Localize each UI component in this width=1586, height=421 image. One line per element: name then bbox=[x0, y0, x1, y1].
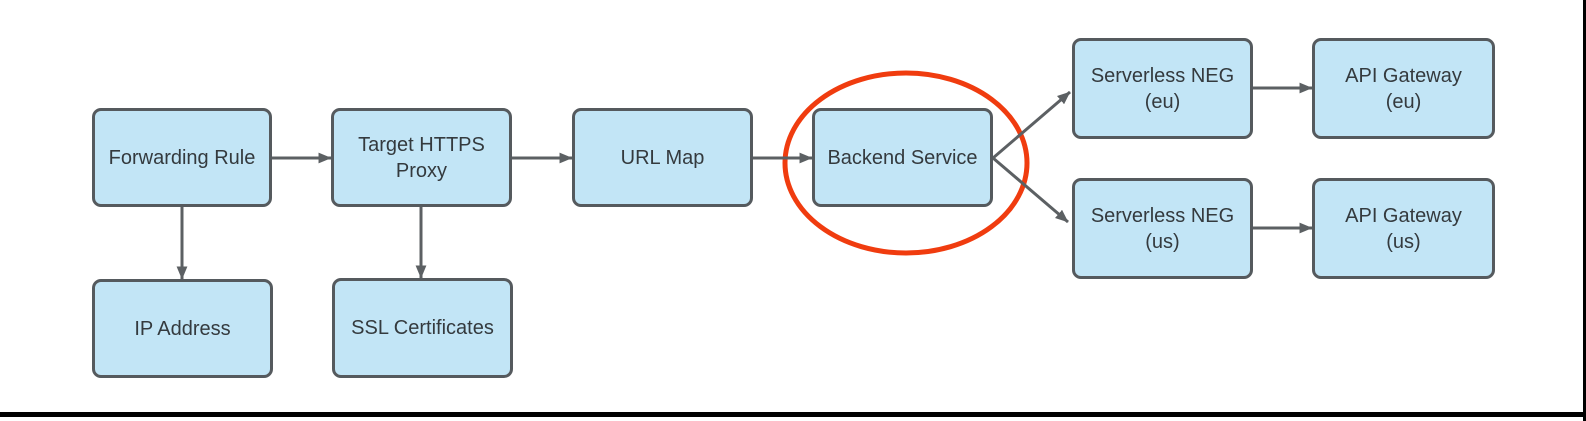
node-serverless-neg-us: Serverless NEG (us) bbox=[1072, 178, 1253, 279]
node-url-map: URL Map bbox=[572, 108, 753, 207]
node-api-gateway-eu: API Gateway (eu) bbox=[1312, 38, 1495, 139]
window-right-border bbox=[1583, 0, 1586, 421]
edge-backend-service-to-serverless-neg-eu bbox=[992, 90, 1071, 160]
window-bottom-border bbox=[0, 412, 1586, 417]
node-api-gateway-us: API Gateway (us) bbox=[1312, 178, 1495, 279]
node-ssl-certificates: SSL Certificates bbox=[332, 278, 513, 378]
node-target-https-proxy: Target HTTPS Proxy bbox=[331, 108, 512, 207]
node-serverless-neg-eu: Serverless NEG (eu) bbox=[1072, 38, 1253, 139]
node-forwarding-rule: Forwarding Rule bbox=[92, 108, 272, 207]
node-ip-address: IP Address bbox=[92, 279, 273, 378]
edge-backend-service-to-serverless-neg-us bbox=[992, 156, 1069, 224]
node-backend-service: Backend Service bbox=[812, 108, 993, 207]
